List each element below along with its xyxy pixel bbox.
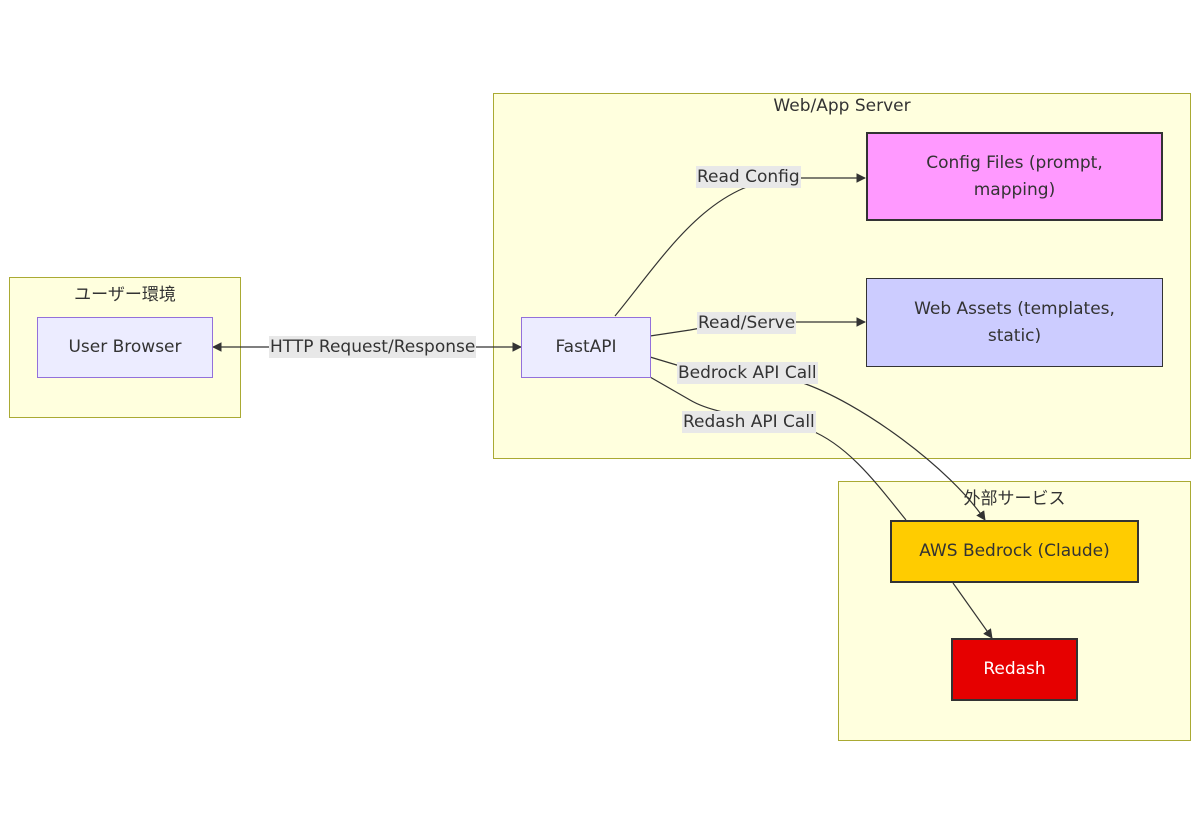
node-user-browser[interactable]: User Browser — [37, 317, 213, 378]
cluster-title: Web/App Server — [773, 96, 911, 116]
node-label: Redash — [983, 659, 1046, 679]
edge-label-read-config: Read Config — [696, 166, 801, 188]
edge-bedrock-redash — [952, 582, 993, 639]
node-label: AWS Bedrock (Claude) — [919, 541, 1110, 561]
node-redash[interactable]: Redash — [951, 638, 1078, 701]
node-label: Config Files (prompt, mapping) — [926, 152, 1103, 200]
node-label: Web Assets (templates, static) — [914, 298, 1115, 346]
edge-label-redash-call: Redash API Call — [682, 411, 816, 433]
node-fastapi[interactable]: FastAPI — [521, 317, 651, 378]
node-label: User Browser — [68, 337, 182, 357]
edge-label-read-serve: Read/Serve — [697, 312, 797, 334]
cluster-title: ユーザー環境 — [74, 285, 176, 305]
edge-label-http: HTTP Request/Response — [269, 336, 477, 358]
edge-redash-call — [649, 376, 907, 521]
node-label: FastAPI — [555, 337, 617, 357]
node-config-files[interactable]: Config Files (prompt, mapping) — [866, 132, 1163, 221]
edge-read-config — [614, 173, 866, 317]
edge-label-bedrock-call: Bedrock API Call — [677, 362, 818, 384]
node-aws-bedrock[interactable]: AWS Bedrock (Claude) — [890, 520, 1139, 583]
node-web-assets[interactable]: Web Assets (templates, static) — [866, 278, 1163, 367]
cluster-title: 外部サービス — [963, 489, 1066, 509]
